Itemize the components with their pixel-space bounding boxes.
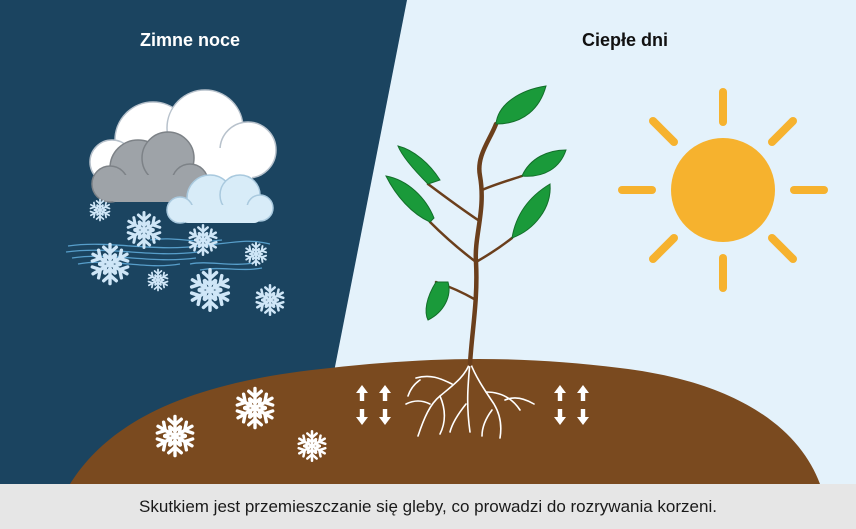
warm-days-title: Ciepłe dni (581, 30, 668, 50)
roots-icon (405, 361, 535, 439)
caption-bar: Skutkiem jest przemieszczanie się gleby,… (0, 484, 856, 529)
caption-text: Skutkiem jest przemieszczanie się gleby,… (139, 496, 717, 516)
soil-mound (70, 359, 820, 484)
cold-nights-title: Zimne noce (139, 30, 241, 50)
light-cloud-icon (166, 174, 274, 224)
plant-icon (385, 85, 567, 367)
sun-icon (618, 88, 828, 292)
